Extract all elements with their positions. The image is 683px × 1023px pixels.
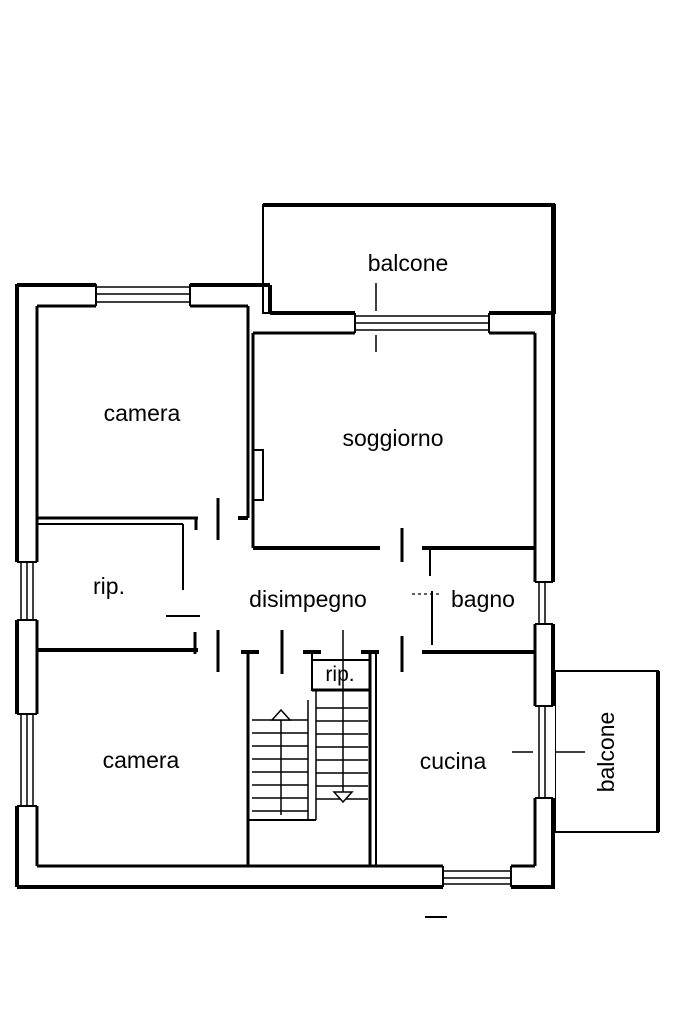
room-label-cucina: cucina — [420, 748, 487, 774]
staircase — [248, 690, 368, 821]
room-label-rip-left: rip. — [93, 573, 125, 599]
room-label-camera-top: camera — [104, 400, 181, 426]
room-label-disimpegno: disimpegno — [249, 586, 367, 612]
room-label-balcone-top: balcone — [368, 250, 449, 276]
room-label-camera-bottom: camera — [103, 747, 180, 773]
room-label-balcone-right: balcone — [593, 712, 619, 793]
outer-walls — [15, 282, 555, 889]
room-label-bagno: bagno — [451, 586, 515, 612]
room-label-soggiorno: soggiorno — [342, 425, 443, 451]
room-label-rip-center: rip. — [325, 663, 354, 686]
interior-walls — [37, 306, 535, 866]
